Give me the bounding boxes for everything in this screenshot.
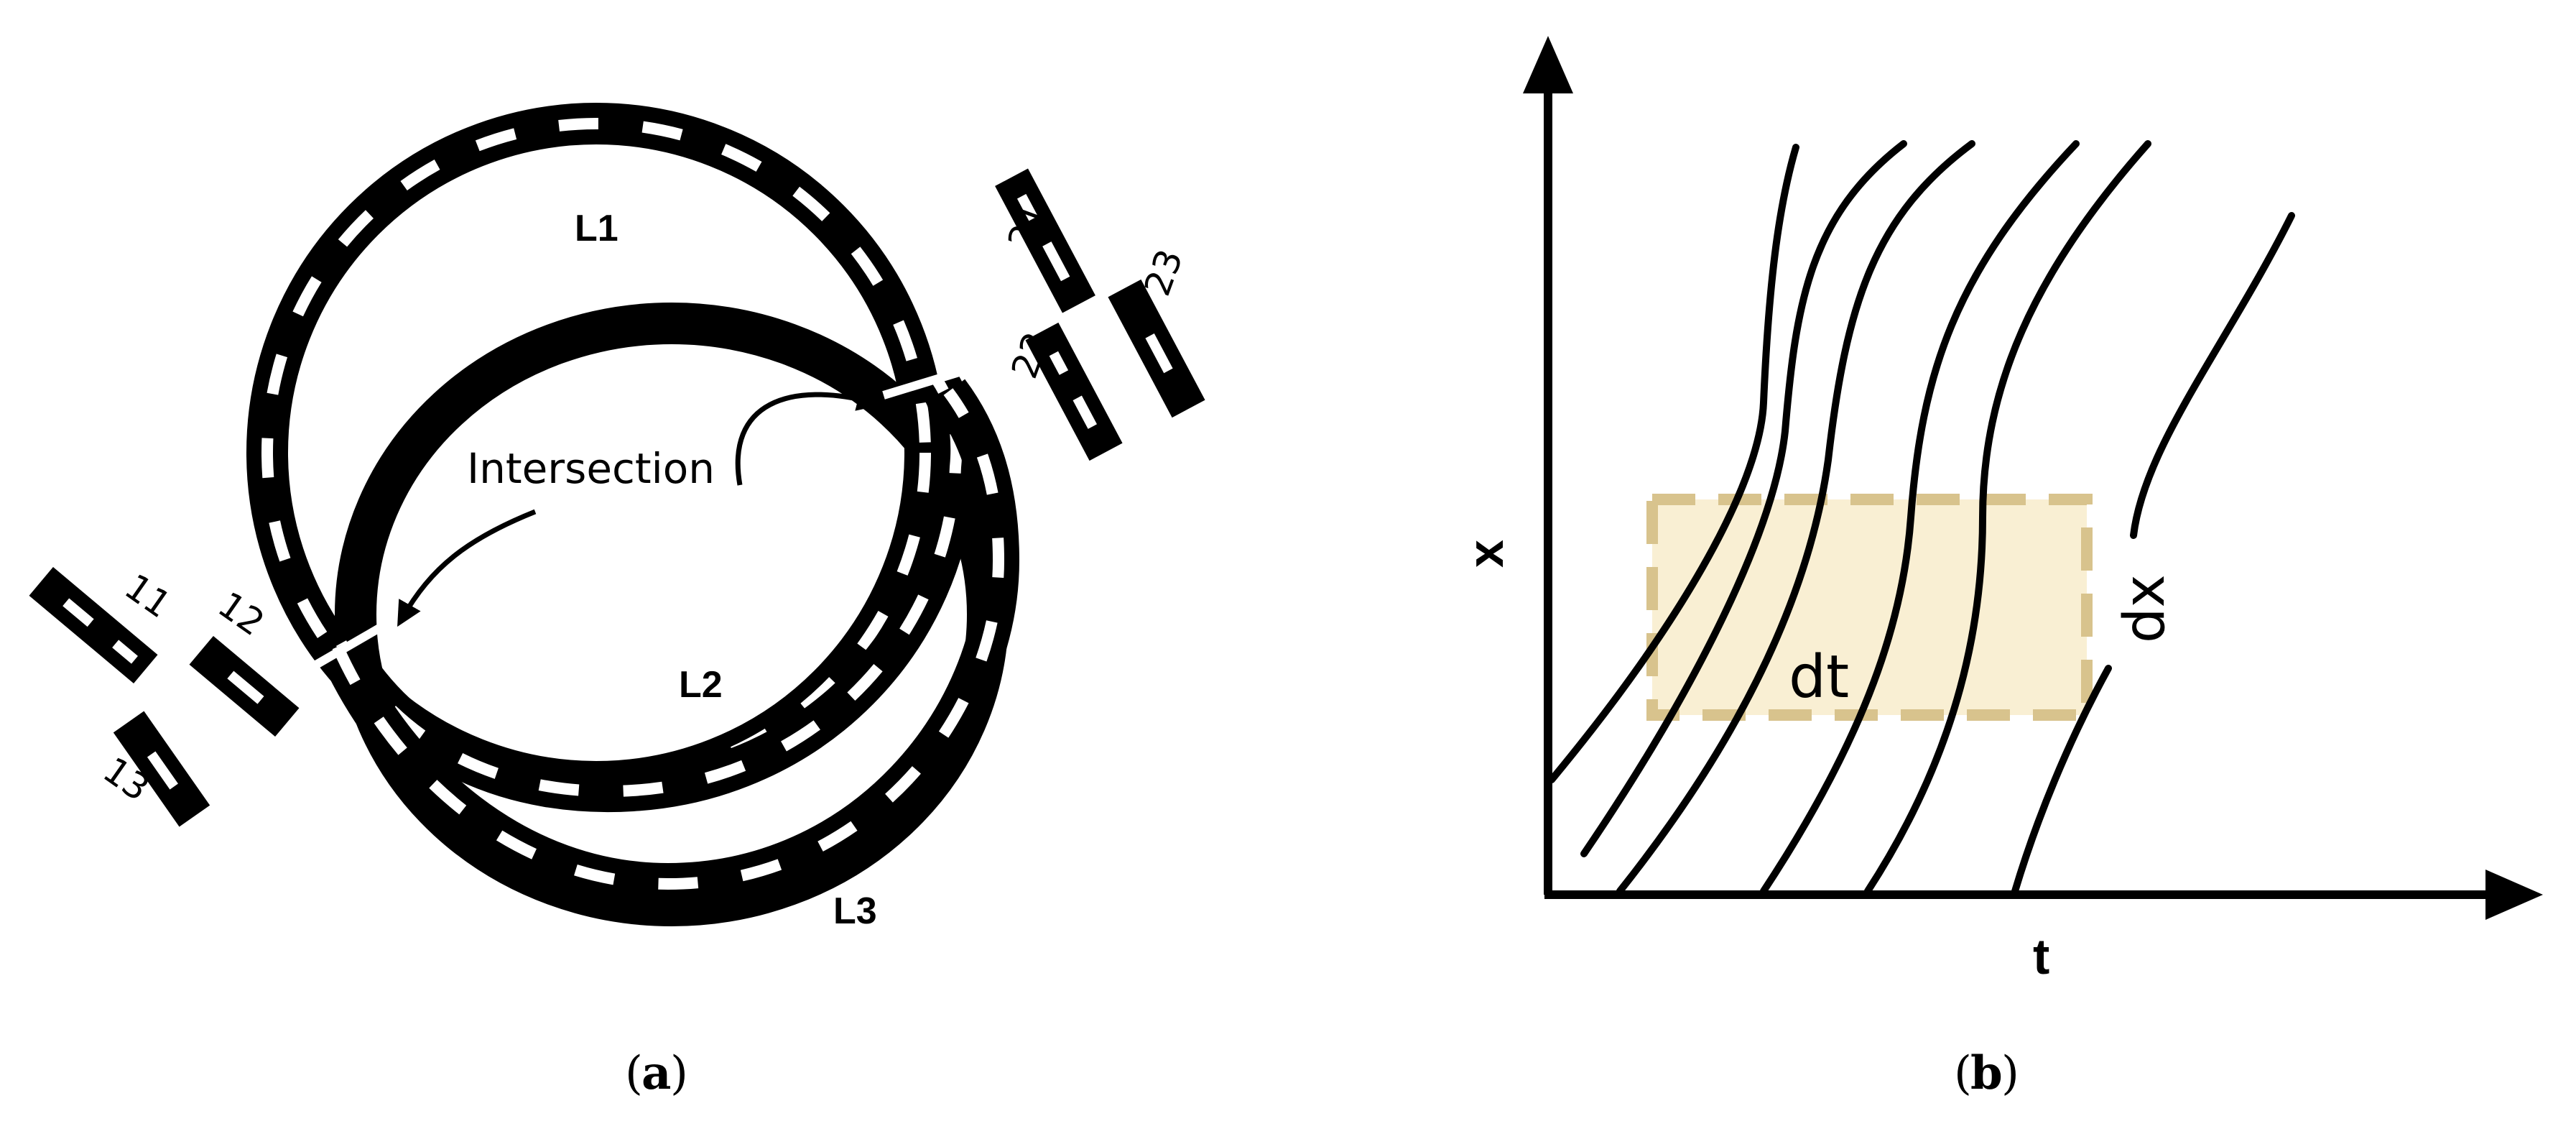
caption-a-open: ( (625, 1047, 643, 1100)
link-11 (29, 567, 158, 683)
intersection-label: Intersection (467, 444, 715, 493)
intersection-arrow-left (397, 509, 537, 627)
panel-b-trajectory-plot: x t dt dx ( b ) (1458, 36, 2543, 1100)
trajectory-6 (2011, 665, 2112, 895)
caption-a-letter: a (641, 1046, 671, 1100)
link-12 (189, 635, 300, 737)
link-22 (1025, 322, 1123, 461)
caption-a-close: ) (670, 1047, 688, 1100)
x-axis-label: t (2033, 928, 2049, 985)
ring-label-l1: L1 (575, 208, 618, 249)
x-axis-arrow (2485, 870, 2543, 920)
link-21 (995, 168, 1095, 313)
ring-label-l3: L3 (833, 890, 877, 932)
trajectory-7 (2130, 212, 2295, 539)
y-axis-arrow (1523, 36, 1573, 93)
link-label-12: 12 (210, 584, 272, 644)
caption-b-letter: b (1970, 1046, 2003, 1100)
panel-a-ring-network: L1 L2 L3 Intersection 11 12 13 2 (29, 103, 1205, 1100)
trajectories (1548, 140, 2295, 895)
trajectory-4 (1760, 140, 2080, 895)
intersection-bar-left (313, 621, 387, 669)
trajectory-5 (1864, 140, 2151, 895)
link-13 (113, 711, 210, 827)
trajectory-2 (1580, 140, 1907, 857)
caption-b-open: ( (1954, 1047, 1972, 1100)
intersection-bar-right (882, 366, 968, 400)
ring-l2-dashes (335, 377, 963, 798)
y-axis-label: x (1458, 540, 1514, 568)
box-height-label: dx (2113, 574, 2177, 643)
link-label-11: 11 (117, 566, 178, 626)
ring-l3-dashes (332, 388, 1005, 890)
trajectory-3 (1616, 140, 1975, 895)
trajectory-1 (1548, 144, 1799, 783)
caption-b-close: ) (2001, 1047, 2019, 1100)
ring-label-l2: L2 (679, 664, 723, 706)
link-23 (1108, 279, 1205, 418)
dt-dx-box (1646, 494, 2093, 721)
box-width-label: dt (1789, 643, 1849, 711)
intersection-arrow-right (735, 386, 883, 486)
